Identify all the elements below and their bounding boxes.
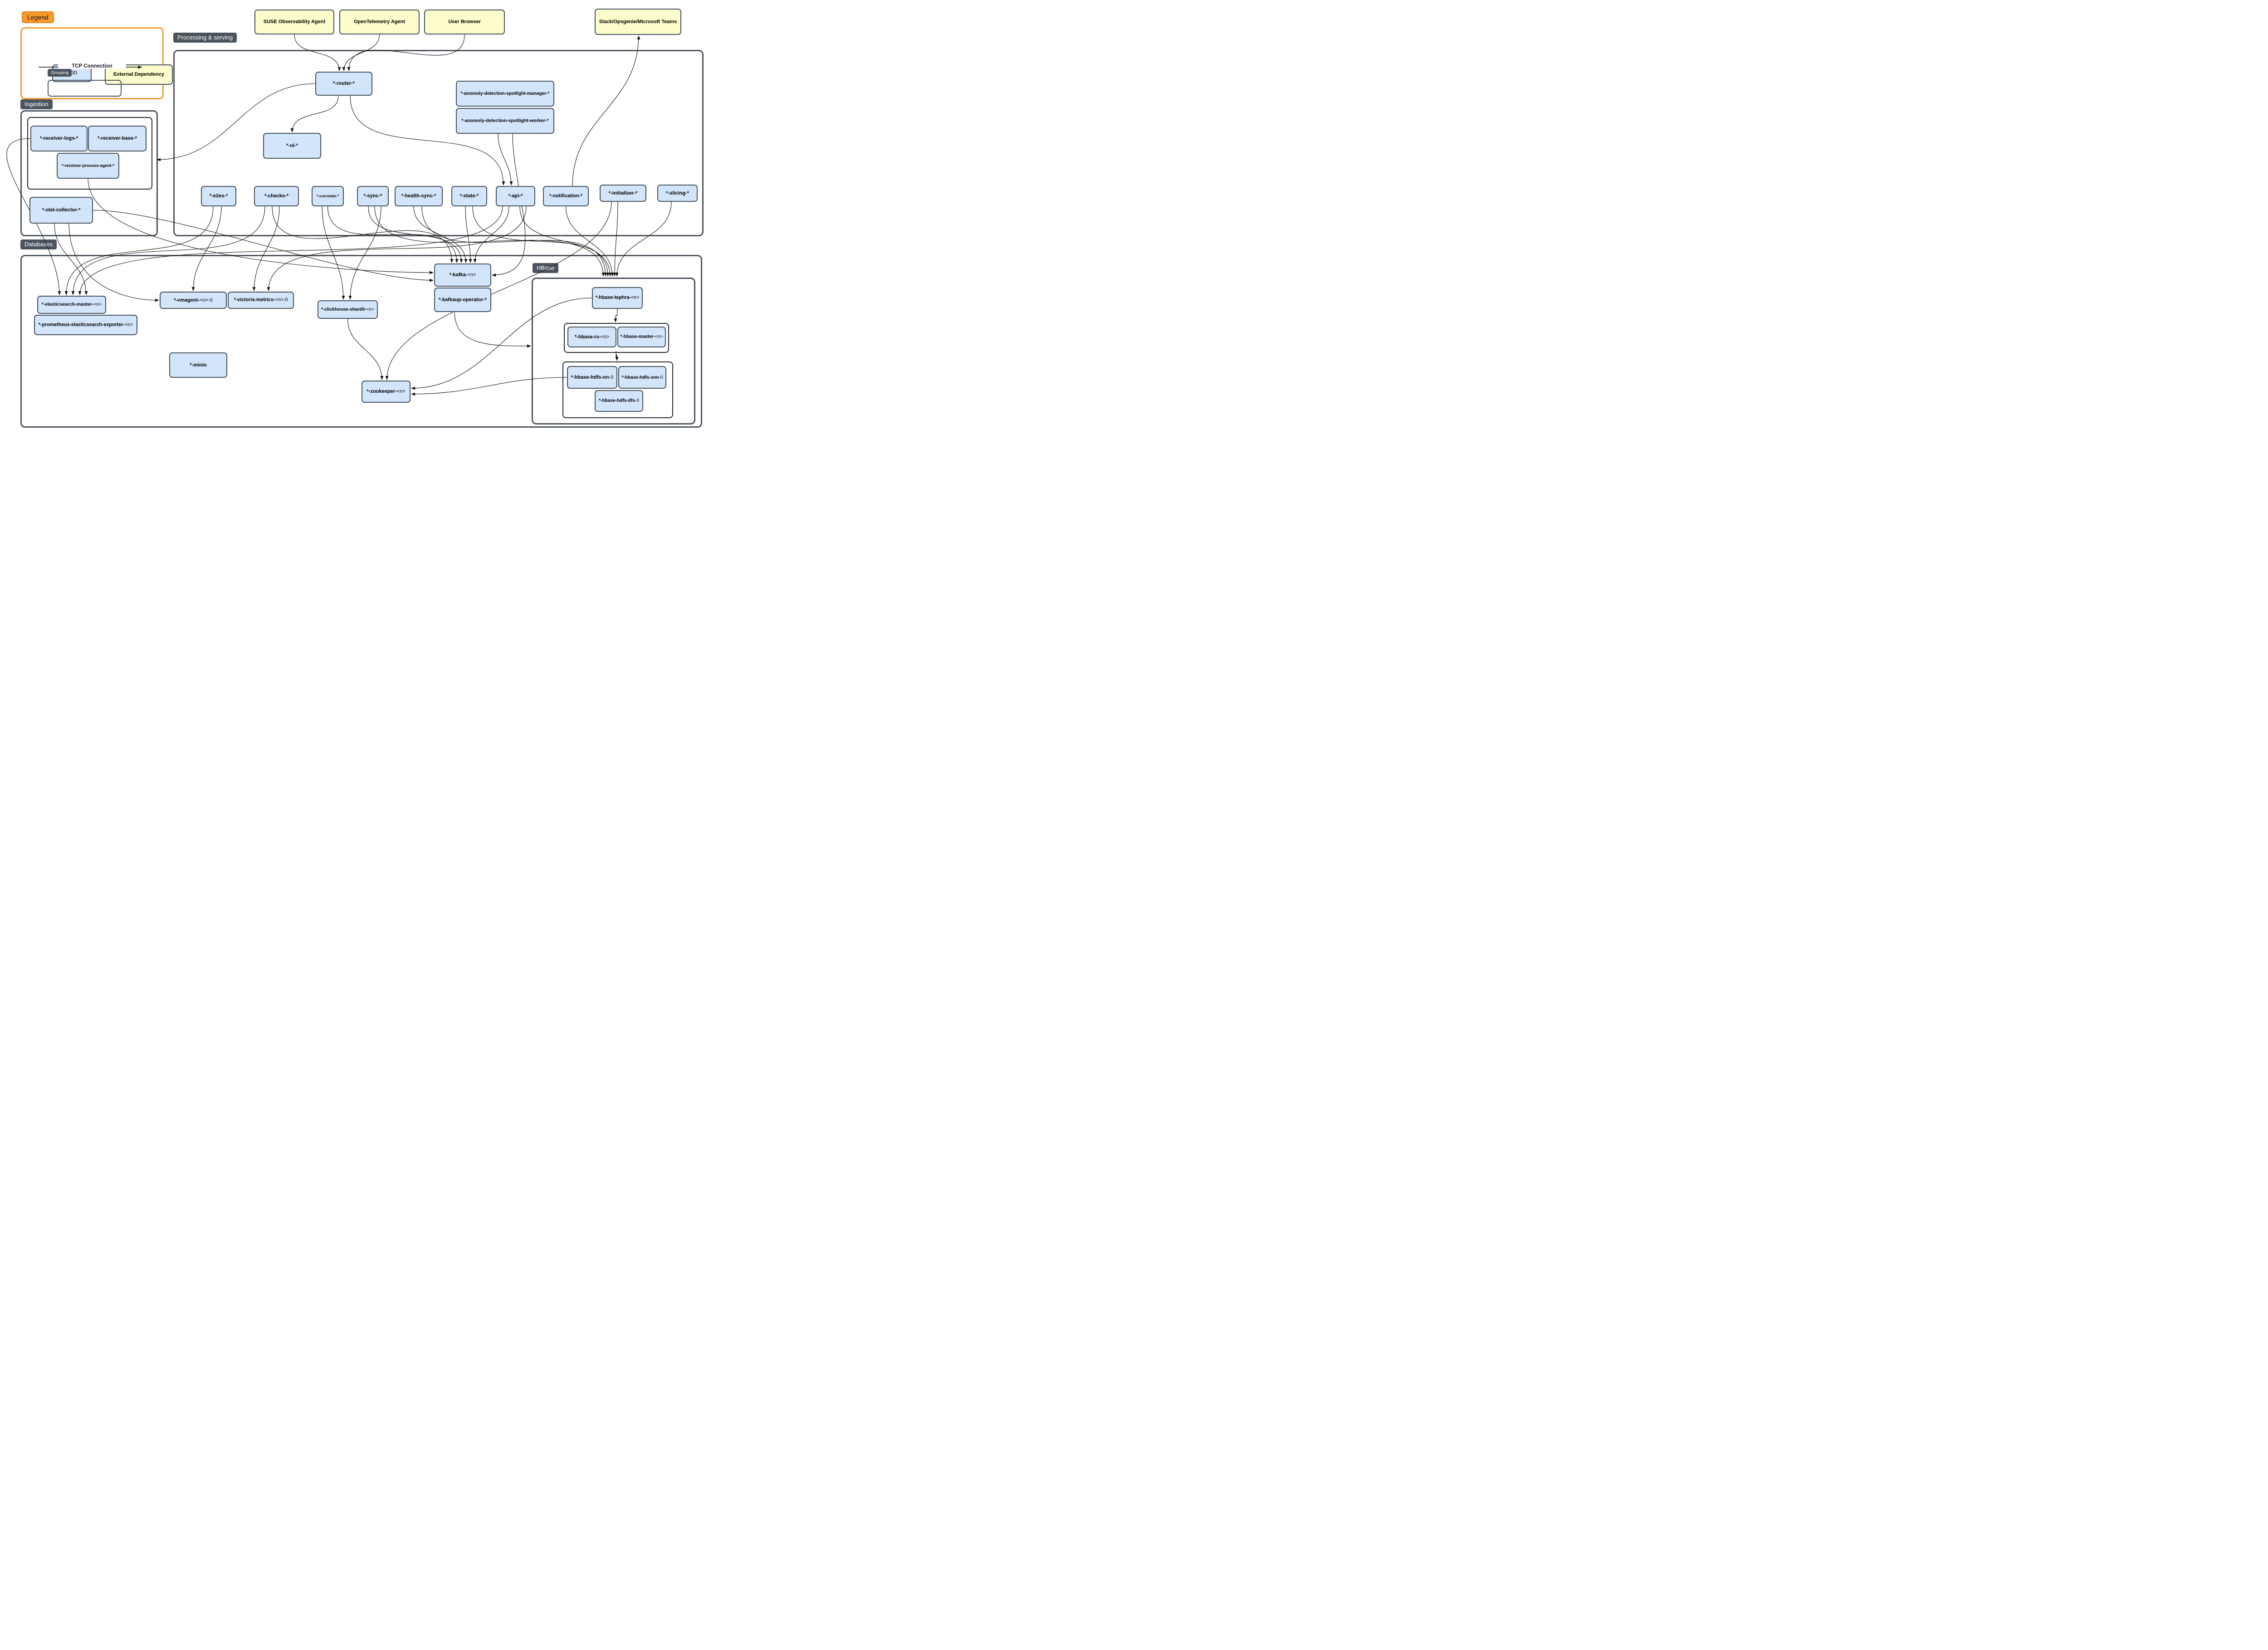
ui-label: *-ui-* — [286, 143, 298, 149]
e2es-label: *-e2es-* — [209, 193, 228, 199]
correlate-node[interactable]: *-correlate-* — [312, 186, 344, 206]
checks-node[interactable]: *-checks-* — [254, 186, 299, 206]
adsw-label: *-anomoly-detection-spotlight-worker-* — [461, 118, 549, 123]
legend-grouping-label: Grouping — [48, 69, 72, 77]
section-label-ingestion: Ingestion — [20, 99, 53, 109]
rlogs-label: *-receiver-logs-* — [39, 136, 78, 142]
section-label-processing: Processing & serving — [173, 33, 237, 43]
tephra-label-suffix: <n> — [631, 295, 640, 301]
otelagent-label: OpenTelemetry Agent — [353, 19, 406, 25]
kafka-node[interactable]: *-kafka-<n> — [434, 264, 491, 287]
clickhouse-label-suffix: <n> — [366, 307, 374, 312]
hsnn-label-suffix: -0 — [659, 375, 663, 380]
hrs-label: *-hbase-rs- — [574, 334, 601, 340]
router-node[interactable]: *-router-* — [315, 72, 372, 96]
esmaster-node[interactable]: *-elasticsearch-master-<n> — [37, 296, 106, 314]
slack-node[interactable]: Slack/Opsgenie/Microsoft Teams — [595, 9, 681, 35]
api-node[interactable]: *-api-* — [496, 186, 535, 206]
healthsync-node[interactable]: *-health-sync-* — [395, 186, 443, 206]
minio-label: *-minio — [190, 362, 207, 368]
otelcol-node[interactable]: *-otel-collector-* — [29, 197, 93, 224]
rbase-node[interactable]: *-receiver-base-* — [88, 126, 147, 151]
adsm-node[interactable]: *-anomoly-detection-spotlight-manager-* — [456, 81, 554, 107]
state-label: *-state-* — [459, 193, 479, 199]
vmagent-label: *-vmagent- — [174, 297, 200, 303]
hsnn-label: *-hbase-hdfs-snn — [621, 375, 659, 380]
checks-label: *-checks-* — [264, 193, 289, 199]
section-processing — [173, 50, 704, 236]
rpa-label: *-receiver-process-agent-* — [62, 163, 114, 168]
state-node[interactable]: *-state-* — [451, 186, 487, 206]
initializer-label: *-initializer-* — [608, 190, 638, 196]
initializer-node[interactable]: *-initializer-* — [600, 185, 646, 202]
notification-node[interactable]: *-notification-* — [543, 186, 589, 206]
tephra-node[interactable]: *-hbase-tephra-<n> — [592, 287, 643, 309]
hmaster-label: *-hbase-master- — [620, 334, 655, 340]
slicing-node[interactable]: *-slicing-* — [657, 185, 698, 202]
hrs-node[interactable]: *-hbase-rs-<n> — [567, 327, 616, 347]
adsm-label: *-anomoly-detection-spotlight-manager-* — [460, 91, 550, 96]
hsnn-node[interactable]: *-hbase-hdfs-snn-0 — [618, 366, 666, 389]
promex-label-suffix: <n> — [124, 322, 133, 327]
hnn-node[interactable]: *-hbase-hdfs-nn-0 — [567, 366, 617, 389]
hnn-label: *-hbase-hdfs-nn — [571, 374, 609, 380]
ui-node[interactable]: *-ui-* — [263, 133, 321, 159]
promex-label: *-prometheus-elasticsearch-exporter- — [38, 322, 125, 327]
tephra-label: *-hbase-tephra- — [595, 295, 631, 301]
kafkaup-node[interactable]: *-kafkaup-operator-* — [434, 288, 491, 312]
sync-label: *-sync-* — [363, 193, 382, 199]
kafka-label-suffix: <n> — [467, 272, 476, 278]
esmaster-label-suffix: <n> — [93, 302, 102, 308]
section-label-hbase: HBase — [533, 263, 559, 273]
browser-node[interactable]: User Browser — [424, 10, 505, 34]
hrs-label-suffix: <n> — [601, 334, 610, 340]
clickhouse-label: *-clickhouse-shard0- — [321, 307, 367, 312]
hmaster-label-suffix: <n> — [655, 334, 663, 340]
zookeeper-label: *-zookeeper- — [367, 389, 397, 395]
kafka-label: *-kafka- — [449, 272, 468, 278]
slicing-label: *-slicing-* — [666, 190, 689, 196]
promex-node[interactable]: *-prometheus-elasticsearch-exporter-<n> — [34, 315, 137, 335]
section-label-databases: Databases — [20, 239, 57, 249]
architecture-diagram-canvas: Legend POD External Dependency TCP Conne… — [0, 0, 708, 433]
notification-label: *-notification-* — [549, 193, 583, 199]
otelagent-node[interactable]: OpenTelemetry Agent — [339, 10, 420, 34]
minio-node[interactable]: *-minio — [169, 352, 227, 378]
tcp-connection-label: TCP Connection — [58, 63, 126, 69]
rbase-label: *-receiver-base-* — [98, 136, 137, 142]
kafkaup-label: *-kafkaup-operator-* — [439, 297, 487, 303]
hnn-label-suffix: -0 — [609, 374, 614, 380]
hmaster-node[interactable]: *-hbase-master-<n> — [617, 327, 666, 347]
clickhouse-node[interactable]: *-clickhouse-shard0-<n> — [318, 300, 378, 319]
api-label: *-api-* — [508, 193, 523, 199]
suse-label: SUSE Observability Agent — [263, 19, 326, 25]
rpa-node[interactable]: *-receiver-process-agent-* — [57, 153, 119, 179]
hdfs-label: *-hbase-hdfs-dfs — [599, 398, 635, 404]
legend-grouping-sample — [48, 80, 122, 97]
browser-label: User Browser — [448, 19, 481, 25]
esmaster-label: *-elasticsearch-master- — [41, 302, 94, 308]
e2es-node[interactable]: *-e2es-* — [201, 186, 236, 206]
router-label: *-router-* — [333, 81, 355, 87]
victoria-label-suffix: <n>-0 — [275, 297, 288, 303]
correlate-label: *-correlate-* — [316, 193, 339, 198]
vmagent-node[interactable]: *-vmagent-<n>-0 — [160, 292, 227, 309]
adsw-node[interactable]: *-anomoly-detection-spotlight-worker-* — [456, 108, 554, 134]
healthsync-label: *-health-sync-* — [401, 193, 436, 199]
legend-title: Legend — [22, 11, 54, 23]
hdfs-node[interactable]: *-hbase-hdfs-dfs-0 — [595, 390, 643, 412]
vmagent-label-suffix: <n>-0 — [200, 297, 213, 303]
zookeeper-label-suffix: <n> — [396, 389, 406, 395]
slack-label: Slack/Opsgenie/Microsoft Teams — [599, 19, 677, 24]
sync-node[interactable]: *-sync-* — [357, 186, 389, 206]
zookeeper-node[interactable]: *-zookeeper-<n> — [362, 381, 411, 403]
rlogs-node[interactable]: *-receiver-logs-* — [30, 126, 88, 151]
victoria-node[interactable]: *-victoria-metrics-<n>-0 — [228, 292, 294, 309]
victoria-label: *-victoria-metrics- — [234, 297, 275, 303]
suse-node[interactable]: SUSE Observability Agent — [254, 10, 334, 34]
hdfs-label-suffix: -0 — [635, 398, 639, 404]
otelcol-label: *-otel-collector-* — [42, 207, 81, 213]
